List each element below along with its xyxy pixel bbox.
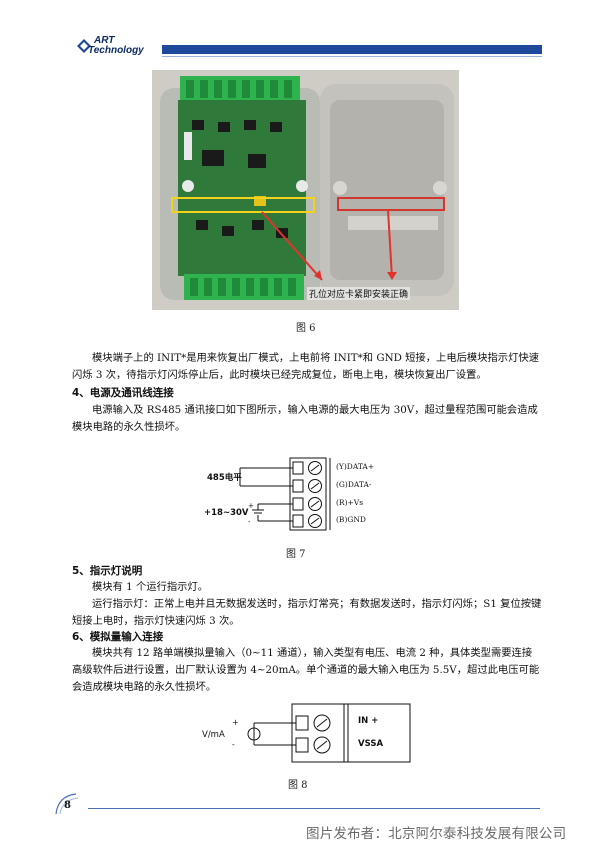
logo-text-art: ART (94, 35, 115, 46)
section-5-title: 5、指示灯说明 (72, 565, 143, 577)
section-6-paragraph: 模块共有 12 路单端模拟量输入（0~11 通道），输入类型有电压、电流 2 种… (72, 645, 542, 696)
art-logo-icon (77, 39, 91, 53)
section-4-paragraph: 电源输入及 RS485 通讯接口如下图所示，输入电源的最大电压为 30V，超过量… (72, 402, 542, 436)
section-6-title: 6、模拟量输入连接 (72, 631, 164, 643)
figure-8-diagram (247, 703, 411, 763)
section-5-text-1: 模块有 1 个运行指示灯。 (92, 581, 209, 593)
pin-label-data-plus: (Y)DATA+ (336, 462, 375, 471)
section-4-title: 4、电源及通讯线连接 (72, 387, 174, 399)
source-minus: - (232, 740, 235, 749)
section-5-text-2: 运行指示灯：正常上电并且无数据发送时，指示灯常亮；有数据发送时，指示灯闪烁；S1… (72, 598, 542, 627)
page-number: 8 (64, 800, 71, 811)
pin-label-data-minus: (G)DATA- (336, 480, 372, 489)
label-supply-voltage: +18~30V (204, 508, 249, 518)
figure-8-label: 图 8 (288, 780, 308, 791)
label-485-level: 485电平 (207, 473, 242, 483)
photo-caption: 孔位对应卡紧即安装正确 (307, 287, 411, 300)
section-5-paragraph-1: 模块有 1 个运行指示灯。 (72, 579, 542, 596)
header-bar (162, 45, 542, 54)
pin-label-in-plus: IN + (358, 716, 379, 726)
pin-label-vssa: VSSA (358, 739, 384, 749)
plus-sign: + (248, 502, 254, 510)
figure-7-diagram: + - (239, 457, 331, 531)
source-label: V/mA (202, 730, 225, 740)
section-6-text: 模块共有 12 路单端模拟量输入（0~11 通道），输入类型有电压、电流 2 种… (72, 647, 540, 693)
source-plus: + (232, 718, 239, 727)
figure-6-label: 图 6 (296, 323, 316, 334)
minus-sign: - (248, 518, 251, 526)
pin-label-gnd: (B)GND (336, 515, 366, 524)
paragraph-init: 模块端子上的 INIT*是用来恢复出厂模式，上电前将 INIT*和 GND 短接… (72, 350, 542, 384)
module-photo (152, 70, 459, 310)
header-rule (162, 56, 542, 57)
section-5-paragraph-2: 运行指示灯：正常上电并且无数据发送时，指示灯常亮；有数据发送时，指示灯闪烁；S1… (72, 596, 542, 630)
footer-rule (88, 808, 540, 809)
footer-ornament (55, 793, 79, 815)
logo-text-technology: Technology (88, 45, 144, 56)
section-4-text: 电源输入及 RS485 通讯接口如下图所示，输入电源的最大电压为 30V，超过量… (72, 404, 538, 433)
figure-7-label: 图 7 (286, 549, 306, 560)
publisher-credit: 图片发布者：北京阿尔泰科技发展有限公司 (306, 826, 567, 842)
pin-label-vs: (R)+Vs (336, 498, 364, 507)
paragraph-init-text: 模块端子上的 INIT*是用来恢复出厂模式，上电前将 INIT*和 GND 短接… (72, 352, 539, 381)
